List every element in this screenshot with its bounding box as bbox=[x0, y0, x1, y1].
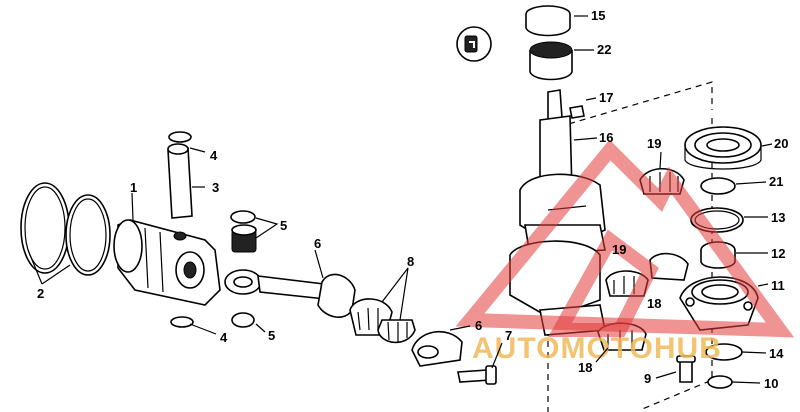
callout-6-rod: 6 bbox=[314, 236, 321, 251]
callout-11: 11 bbox=[771, 278, 785, 293]
watermark-text: AUTOMOTOHUB bbox=[472, 332, 722, 365]
callout-10: 10 bbox=[764, 376, 778, 391]
callout-4-top: 4 bbox=[210, 148, 218, 163]
rod-cap bbox=[411, 330, 463, 367]
callout-5-top: 5 bbox=[280, 218, 287, 233]
top-needle-bearing bbox=[529, 41, 573, 81]
watermark-logo: AUTOMOTOHUB bbox=[455, 139, 795, 365]
callout-20: 20 bbox=[774, 136, 788, 151]
callout-9: 9 bbox=[644, 371, 651, 386]
top-seal bbox=[525, 5, 571, 37]
seal-detail-inset bbox=[456, 26, 492, 62]
callout-7: 7 bbox=[505, 328, 512, 343]
callout-15: 15 bbox=[591, 8, 605, 23]
callout-6-cap: 6 bbox=[475, 318, 482, 333]
lower-bearing-housing bbox=[679, 276, 759, 331]
leader-lines bbox=[27, 15, 773, 384]
callout-5-bottom: 5 bbox=[268, 328, 275, 343]
crankshaft-group-outline bbox=[547, 81, 713, 412]
callout-1: 1 bbox=[130, 180, 137, 195]
callout-19-lower: 19 bbox=[612, 242, 626, 257]
ball-bearing bbox=[684, 126, 762, 170]
callout-2: 2 bbox=[37, 286, 44, 301]
housing-screw bbox=[676, 355, 696, 383]
rod-bolt bbox=[457, 365, 497, 385]
callout-14: 14 bbox=[769, 346, 784, 361]
callout-3: 3 bbox=[212, 180, 219, 195]
thrust-washer bbox=[231, 312, 255, 328]
wrist-pin bbox=[167, 143, 193, 219]
callout-18-upper: 18 bbox=[647, 296, 661, 311]
washer bbox=[707, 375, 733, 389]
retaining-clip-bottom bbox=[170, 316, 194, 328]
piston-rings bbox=[20, 182, 111, 276]
callout-labels: 1 2 3 4 4 5 5 6 6 7 8 9 10 11 12 13 14 1… bbox=[37, 8, 788, 391]
callout-22: 22 bbox=[597, 42, 611, 57]
callout-4-bottom: 4 bbox=[220, 330, 228, 345]
rod-bearing-halves bbox=[349, 298, 416, 344]
callout-13: 13 bbox=[771, 210, 785, 225]
callout-21: 21 bbox=[769, 174, 783, 189]
callout-8: 8 bbox=[407, 254, 414, 269]
wrist-pin-bearing bbox=[230, 210, 257, 253]
connecting-rod bbox=[224, 269, 356, 318]
callout-18-lower: 18 bbox=[578, 360, 592, 375]
piston bbox=[113, 219, 221, 306]
callout-17: 17 bbox=[599, 90, 613, 105]
callout-12: 12 bbox=[771, 246, 785, 261]
retaining-clip-top bbox=[168, 131, 192, 143]
woodruff-key bbox=[569, 105, 585, 119]
callout-19-upper: 19 bbox=[647, 136, 661, 151]
retaining-ring bbox=[700, 177, 736, 195]
callout-16: 16 bbox=[599, 130, 613, 145]
